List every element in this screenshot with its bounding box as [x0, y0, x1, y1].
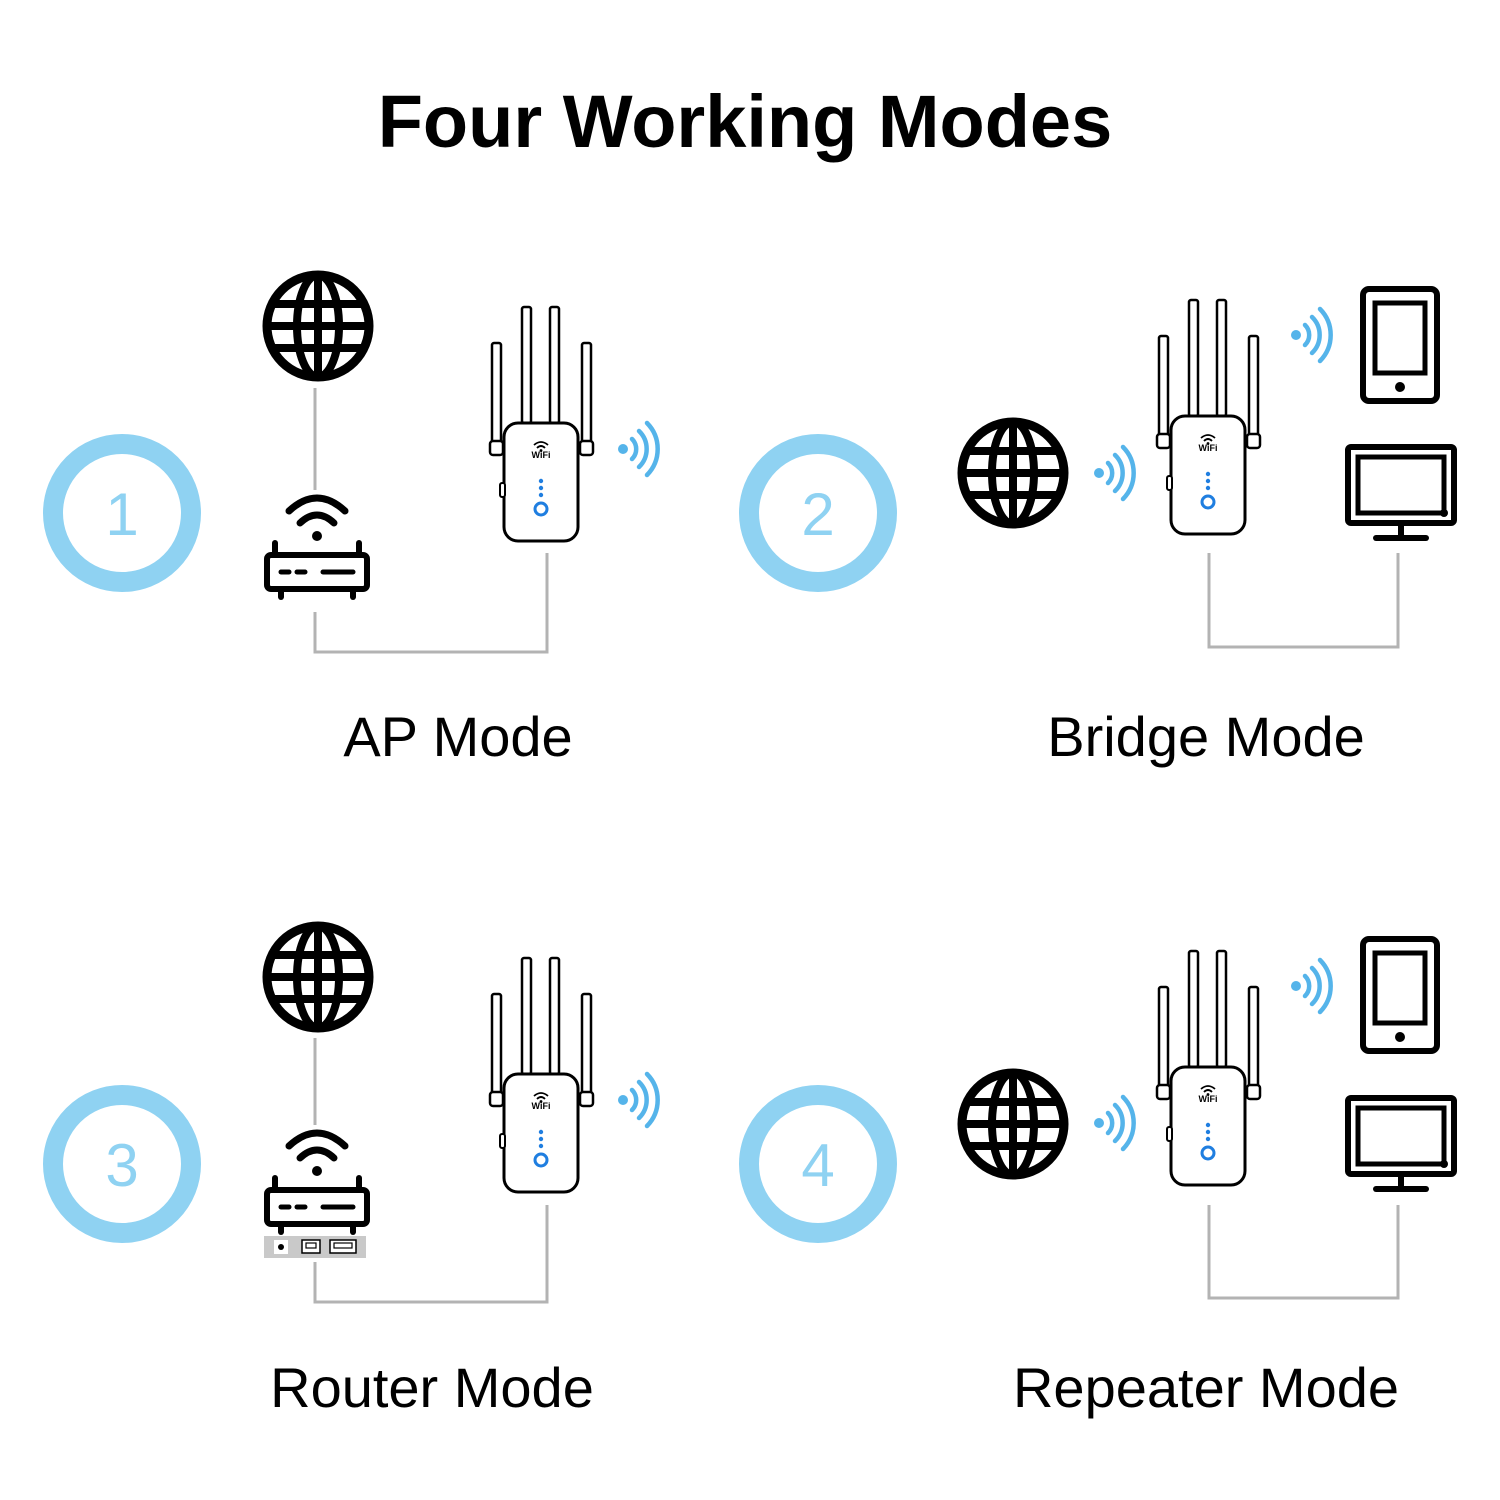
mode-4-panel: 4 WiFi Repeater Mode [739, 939, 1454, 1419]
mode-label: Bridge Mode [1047, 705, 1365, 768]
connection-line [1207, 1205, 1400, 1300]
mode-label: Repeater Mode [1013, 1356, 1399, 1419]
mode-number: 3 [105, 1132, 138, 1199]
device-badge: WiFi [1199, 443, 1218, 453]
tablet-icon [1363, 939, 1437, 1051]
extender-icon: WiFi [1155, 298, 1262, 536]
router-icon [267, 498, 367, 597]
page-title: Four Working Modes [378, 80, 1113, 163]
mode-label: Router Mode [270, 1356, 594, 1419]
mode-3-panel: 3 WiFi Router Mode [43, 926, 658, 1419]
mode-label: AP Mode [343, 705, 572, 768]
globe-icon [267, 926, 369, 1028]
monitor-icon [1348, 1098, 1454, 1189]
connection-line [1207, 553, 1400, 649]
mode-number-badge: 4 [739, 1085, 897, 1243]
wifi-signal-icon [1094, 447, 1134, 499]
mode-1-panel: 1 WiFi AP Mode [43, 275, 658, 768]
device-badge: WiFi [532, 1101, 551, 1111]
mode-number: 2 [801, 481, 834, 548]
wifi-signal-icon [618, 423, 658, 475]
wifi-signal-icon [1094, 1097, 1134, 1149]
connection-line [313, 1205, 549, 1304]
globe-icon [267, 275, 369, 377]
extender-icon: WiFi [488, 956, 595, 1194]
wifi-signal-icon [618, 1074, 658, 1126]
mode-number-badge: 1 [43, 434, 201, 592]
device-badge: WiFi [532, 450, 551, 460]
tablet-icon [1363, 289, 1437, 401]
wifi-signal-icon [1291, 309, 1331, 361]
mode-number: 1 [105, 481, 138, 548]
router-icon [267, 1133, 367, 1232]
extender-icon: WiFi [488, 305, 595, 543]
wifi-signal-icon [1291, 960, 1331, 1012]
monitor-icon [1348, 447, 1454, 538]
connection-line [313, 553, 549, 654]
mode-number: 4 [801, 1132, 834, 1199]
ethernet-ports-icon [263, 1235, 367, 1259]
mode-number-badge: 3 [43, 1085, 201, 1243]
extender-icon: WiFi [1155, 949, 1262, 1187]
globe-icon [962, 422, 1064, 524]
globe-icon [962, 1073, 1064, 1175]
mode-number-badge: 2 [739, 434, 897, 592]
mode-2-panel: 2 WiFi Bridge Mode [739, 289, 1454, 768]
device-badge: WiFi [1199, 1094, 1218, 1104]
